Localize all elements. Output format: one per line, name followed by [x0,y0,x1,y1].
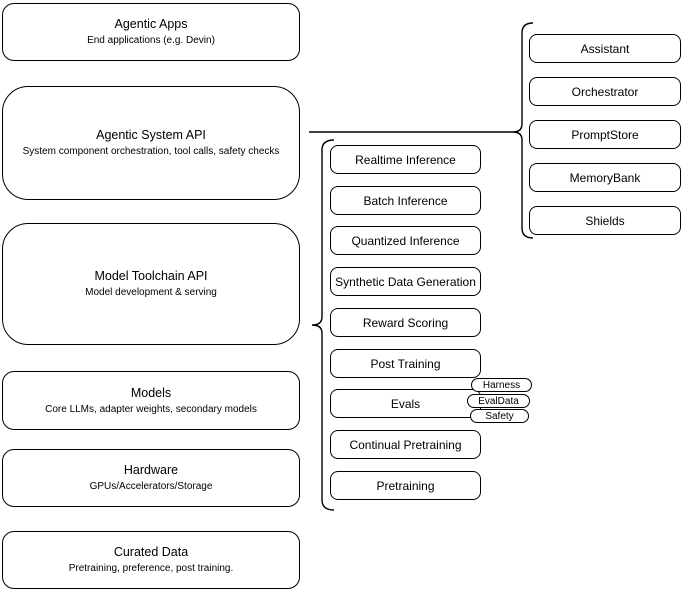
node-title: Hardware [123,463,179,477]
node-reward-scoring: Reward Scoring [330,308,481,337]
node-shields: Shields [529,206,681,235]
evals-tag-safety: Safety [470,409,529,423]
node-memorybank: MemoryBank [529,163,681,192]
node-label: Evals [390,396,421,411]
node-label: MemoryBank [569,170,641,185]
node-subtitle: Model development & serving [85,287,217,298]
evals-tag-evaldata: EvalData [467,394,530,408]
node-subtitle: End applications (e.g. Devin) [87,35,215,46]
node-models: Models Core LLMs, adapter weights, secon… [2,371,300,430]
node-label: Post Training [370,356,441,371]
node-label: Assistant [580,41,630,56]
node-assistant: Assistant [529,34,681,63]
node-subtitle: Pretraining, preference, post training. [68,563,234,574]
node-label: Realtime Inference [355,152,456,167]
node-promptstore: PromptStore [529,120,681,149]
node-title: Curated Data [113,545,189,559]
node-agentic-system-api: Agentic System API System component orch… [2,86,300,200]
evals-tag-harness: Harness [471,378,532,392]
node-label: Shields [585,213,625,228]
node-label: Orchestrator [571,84,639,99]
tag-label: Harness [482,379,521,391]
node-continual-pretraining: Continual Pretraining [330,430,481,459]
node-batch-inference: Batch Inference [330,186,481,215]
node-synthetic-data-generation: Synthetic Data Generation [330,267,481,296]
node-label: Batch Inference [363,193,448,208]
node-label: Continual Pretraining [349,437,462,452]
node-subtitle: GPUs/Accelerators/Storage [89,481,213,492]
node-title: Models [130,385,172,400]
tag-label: Safety [485,410,514,422]
node-post-training: Post Training [330,349,481,378]
tag-label: EvalData [478,395,519,407]
node-subtitle: System component orchestration, tool cal… [22,146,280,157]
node-label: PromptStore [571,127,639,142]
node-label: Reward Scoring [362,315,449,330]
node-realtime-inference: Realtime Inference [330,145,481,174]
node-title: Model Toolchain API [94,269,208,283]
node-title: Agentic System API [96,128,206,142]
node-model-toolchain-api: Model Toolchain API Model development & … [2,223,300,345]
node-label: Quantized Inference [351,233,460,248]
node-title: Agentic Apps [114,17,188,31]
node-label: Synthetic Data Generation [335,274,476,289]
node-quantized-inference: Quantized Inference [330,226,481,255]
node-curated-data: Curated Data Pretraining, preference, po… [2,531,300,589]
node-agentic-apps: Agentic Apps End applications (e.g. Devi… [2,3,300,61]
node-label: Pretraining [376,478,435,493]
node-evals: Evals [330,389,481,418]
node-pretraining: Pretraining [330,471,481,500]
node-subtitle: Core LLMs, adapter weights, secondary mo… [45,403,257,415]
node-hardware: Hardware GPUs/Accelerators/Storage [2,449,300,507]
node-orchestrator: Orchestrator [529,77,681,106]
